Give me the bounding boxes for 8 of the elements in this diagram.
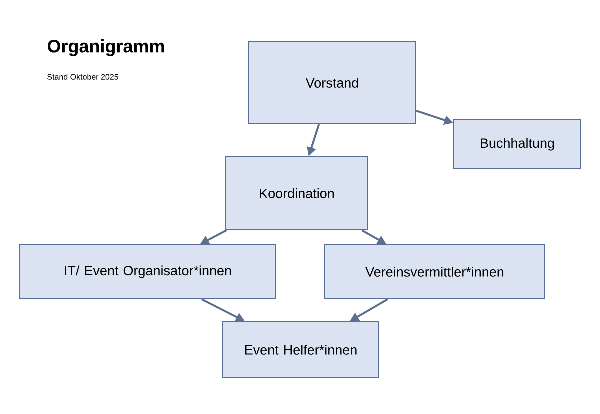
org-box: Koordination — [226, 156, 368, 230]
title: Organigramm — [48, 40, 164, 56]
org-box: Buchhaltung — [454, 120, 582, 170]
org-box: Vereinsvermittler*innen — [324, 244, 546, 300]
org-box: Event Helfer*innen — [222, 321, 380, 378]
org-box: IT/ Event Organisator*innen — [20, 244, 276, 300]
org-box: Vorstand — [248, 42, 416, 124]
date-note: Stand Oktober 2025 — [48, 74, 118, 80]
